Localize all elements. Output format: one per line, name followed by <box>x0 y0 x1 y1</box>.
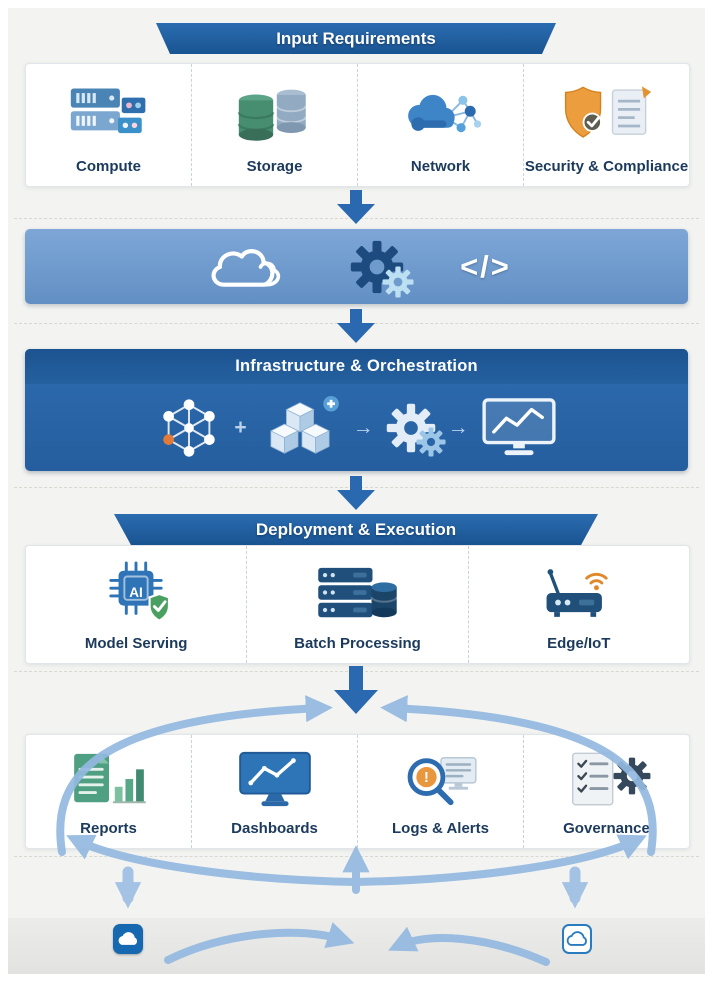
item-edge-iot: Edge/IoT <box>467 546 689 663</box>
governance-gear-icon <box>613 757 650 795</box>
network-label: Network <box>410 158 471 175</box>
input-requirements-card: Compute <box>25 63 690 187</box>
deployment-execution-banner: Deployment & Execution <box>114 514 598 545</box>
cloud-network-icon <box>399 74 483 153</box>
dashboards-label: Dashboards <box>231 820 318 837</box>
batch-processing-label: Batch Processing <box>294 635 421 652</box>
reports-label: Reports <box>80 820 137 837</box>
code-icon: </> <box>460 248 511 284</box>
guide-line <box>14 856 699 857</box>
edge-iot-label: Edge/IoT <box>547 635 611 652</box>
deployment-execution-card: AI Model Serving <box>25 545 690 664</box>
cloud-app-icon-left <box>113 924 143 954</box>
arrow-connector: → <box>352 416 374 439</box>
item-storage: Storage <box>191 64 357 186</box>
server-rack-icon <box>69 74 149 153</box>
logs-alerts-label: Logs & Alerts <box>392 820 489 837</box>
governance-label: Governance <box>563 820 650 837</box>
infrastructure-orchestration-bar: Infrastructure & Orchestration <box>25 349 688 471</box>
gears-icon <box>350 240 414 298</box>
infrastructure-icons-row: + → <box>25 384 688 471</box>
down-arrow-4 <box>334 666 378 714</box>
server-blocks-icon <box>269 395 339 454</box>
item-security-compliance: Security & Compliance <box>523 64 689 186</box>
plus-connector: + <box>234 416 247 439</box>
arrow-connector: → <box>447 416 469 439</box>
item-batch-processing: Batch Processing <box>246 546 467 663</box>
shield-document-icon <box>561 74 653 153</box>
down-arrow-1 <box>337 190 375 224</box>
ai-chip-shield-icon: AI <box>95 556 177 630</box>
model-serving-label: Model Serving <box>84 635 188 652</box>
item-model-serving: AI Model Serving <box>26 546 246 663</box>
outputs-card: Reports Dashboards <box>25 734 690 849</box>
ai-chip-text: AI <box>129 585 143 600</box>
cloud-icon <box>211 248 281 287</box>
cloud-app-icon-right <box>562 924 592 954</box>
down-arrow-2 <box>337 309 375 343</box>
magnifier-alert-icon: ! <box>400 745 482 815</box>
monitor-chart-icon <box>482 397 556 455</box>
infrastructure-orchestration-title: Infrastructure & Orchestration <box>25 349 688 384</box>
item-logs-alerts: ! Logs & Alerts <box>357 735 523 848</box>
input-requirements-banner: Input Requirements <box>156 23 556 54</box>
server-database-icon <box>314 556 400 630</box>
checklist-gear-icon <box>567 745 650 815</box>
compute-label: Compute <box>76 158 141 175</box>
report-document-chart-icon <box>70 745 148 815</box>
deployment-execution-title: Deployment & Execution <box>255 519 457 539</box>
item-governance: Governance <box>523 735 689 848</box>
edge-device-wifi-icon <box>537 556 621 630</box>
storage-label: Storage <box>246 158 303 175</box>
dashboard-monitor-icon <box>235 745 315 815</box>
down-arrow-3 <box>337 476 375 510</box>
input-requirements-title: Input Requirements <box>276 28 436 48</box>
database-stack-icon <box>237 74 313 153</box>
platform-bar: </> <box>25 229 688 304</box>
item-network: Network <box>357 64 523 186</box>
network-graph-icon <box>163 398 216 457</box>
gears-icon <box>386 403 446 457</box>
alert-exclamation-text: ! <box>424 770 429 786</box>
item-dashboards: Dashboards <box>191 735 357 848</box>
item-compute: Compute <box>26 64 191 186</box>
item-reports: Reports <box>26 735 191 848</box>
security-compliance-label: Security & Compliance <box>524 158 689 175</box>
